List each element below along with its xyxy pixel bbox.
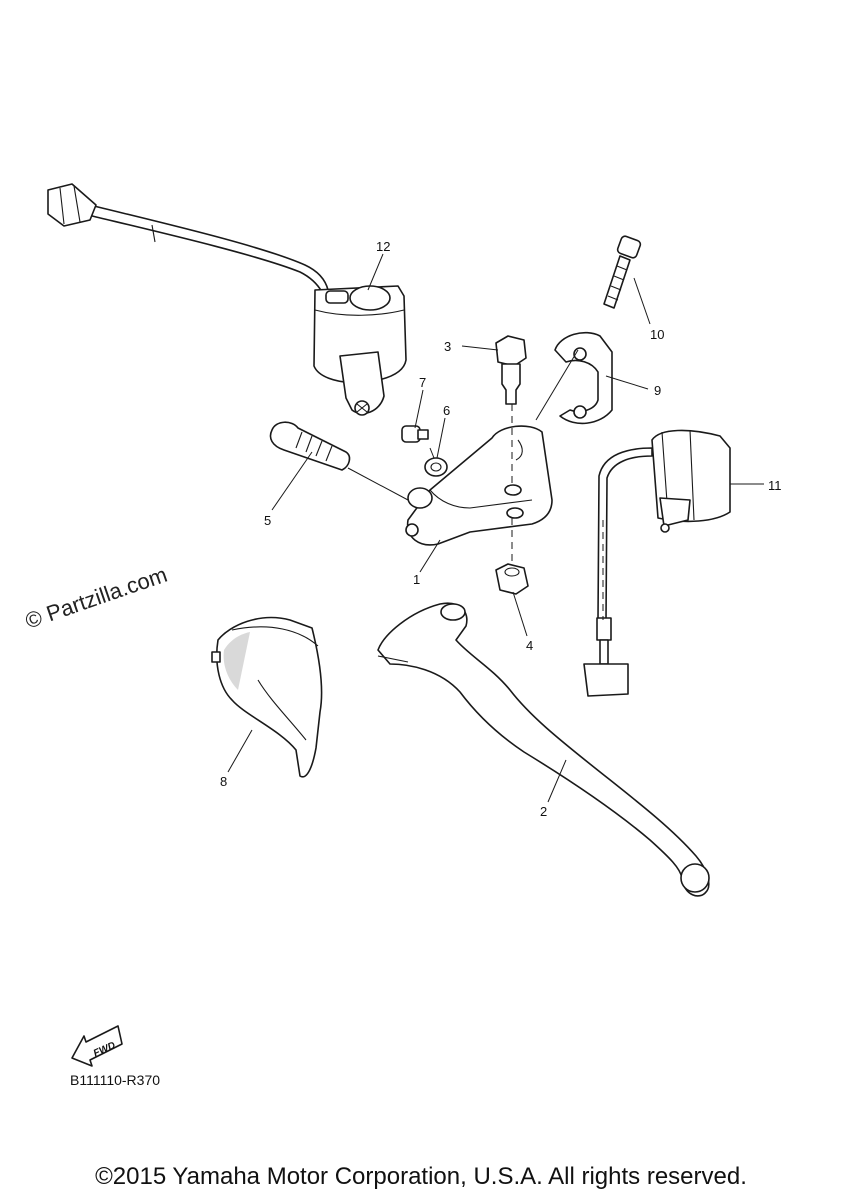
callout-9: 9 [654, 383, 661, 398]
part-7-screw[interactable] [401, 425, 429, 443]
callout-12: 12 [376, 239, 390, 254]
callout-6: 6 [443, 403, 450, 418]
leader-5b [347, 467, 409, 501]
callout-10: 10 [650, 327, 664, 342]
leader-10 [633, 277, 651, 325]
part-12-handlebar-switch[interactable] [47, 183, 407, 416]
diagram-code: B111110-R370 [70, 1072, 161, 1088]
callout-7: 7 [419, 375, 426, 390]
leader-9 [605, 375, 649, 390]
callout-2: 2 [540, 804, 547, 819]
leader-5 [271, 451, 313, 511]
callout-11: 11 [768, 478, 782, 493]
leader-12 [367, 253, 384, 291]
fwd-arrow-icon: FWD [71, 1025, 123, 1067]
part-9-clamp-holder[interactable] [554, 331, 613, 425]
leader-6b [429, 447, 435, 459]
callout-3: 3 [444, 339, 451, 354]
leader-8 [227, 729, 253, 773]
part-3-bolt[interactable] [495, 335, 527, 405]
leader-9b [535, 349, 579, 421]
callout-1: 1 [413, 572, 420, 587]
copyright: ©2015 Yamaha Motor Corporation, U.S.A. A… [95, 1163, 747, 1190]
part-6-nut[interactable] [424, 457, 448, 477]
callout-5: 5 [264, 513, 271, 528]
part-4-nut[interactable] [495, 563, 529, 595]
leader-4 [512, 591, 528, 637]
callout-4: 4 [526, 638, 533, 653]
leader-3 [461, 345, 499, 351]
part-11-switch[interactable] [583, 429, 731, 697]
part-1-lever-bracket[interactable] [405, 425, 553, 546]
leader-7 [414, 389, 424, 429]
part-8-lever-cover[interactable] [211, 616, 323, 778]
part-10-bolt[interactable] [603, 235, 642, 309]
leader-2 [547, 759, 567, 803]
part-5-adjuster[interactable] [269, 421, 351, 471]
callout-8: 8 [220, 774, 227, 789]
part-2-lever[interactable] [377, 602, 710, 897]
leader-1 [419, 539, 441, 573]
leader-6 [436, 417, 446, 459]
